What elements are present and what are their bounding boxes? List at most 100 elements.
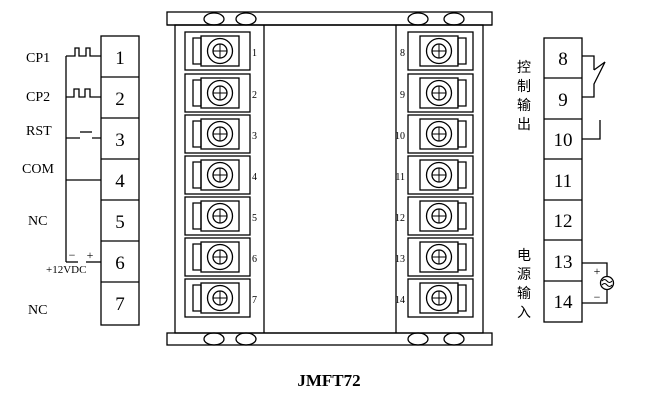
screw-head-icon: [425, 37, 453, 65]
screw-head-icon: [206, 202, 234, 230]
screw-terminal: 5: [184, 196, 257, 236]
label-cp2: CP2: [26, 90, 50, 105]
clamp-plate: [192, 120, 202, 148]
clamp-plate: [457, 120, 467, 148]
label-rst: RST: [26, 124, 52, 139]
power-input-char: 入: [517, 305, 531, 321]
left-terminal-number: 5: [115, 212, 125, 233]
relay-nc-contact-icon: [593, 61, 606, 71]
screw-head-icon: [425, 120, 453, 148]
device-pin-number: 5: [252, 213, 257, 224]
screw-cross-icon: [213, 209, 227, 223]
screw-cross-icon: [432, 250, 446, 264]
clamp-plate: [192, 161, 202, 189]
screw-cross-icon: [432, 127, 446, 141]
screw-terminal: 4: [184, 155, 257, 195]
screw-housing: [200, 118, 240, 150]
screw-cross-icon: [213, 291, 227, 305]
label-12vdc: +12VDC: [46, 264, 86, 276]
device-pin-number: 14: [395, 295, 405, 306]
control-output-char: 控: [517, 60, 531, 76]
device-pin-number: 10: [395, 131, 405, 142]
terminal-clamp: [184, 114, 251, 154]
screw-head-icon: [206, 161, 234, 189]
clamp-plate: [457, 202, 467, 230]
device-pin-number: 12: [395, 213, 405, 224]
right-terminal-strip: 8 9 10 11 12 13 14: [543, 37, 583, 323]
left-terminal-strip: 1 2 3 4 5 6 7: [100, 35, 140, 326]
ac-wave-icon: [601, 279, 613, 287]
screw-head-icon: [206, 284, 234, 312]
relay-no-wire: [582, 120, 601, 140]
screw-head-icon: [206, 120, 234, 148]
terminal-clamp: [184, 155, 251, 195]
input-wiring: − +: [65, 47, 101, 263]
device-pin-number: 4: [252, 172, 257, 183]
power-input-char: 电: [517, 248, 531, 264]
bottom-rail: [166, 332, 493, 346]
device-pin-number: 1: [252, 48, 257, 59]
device-pin-number: 2: [252, 90, 257, 101]
terminal-clamp: [407, 278, 474, 318]
label-cp1: CP1: [26, 51, 50, 66]
left-terminal-number: 3: [115, 130, 125, 151]
screw-terminal: 6: [184, 237, 257, 277]
left-terminal-number: 2: [115, 89, 125, 110]
terminal-clamp: [407, 196, 474, 236]
screw-cross-icon: [213, 86, 227, 100]
screw-terminal: 9: [400, 73, 474, 113]
power-minus-sign: −: [594, 290, 601, 304]
screw-terminal: 7: [184, 278, 257, 318]
relay-common-wire: [582, 55, 595, 70]
screw-terminal: 1: [184, 31, 257, 71]
screw-head-icon: [425, 79, 453, 107]
screw-cross-icon: [432, 209, 446, 223]
terminal-clamp: [184, 31, 251, 71]
clamp-plate: [457, 284, 467, 312]
terminal-clamp: [407, 73, 474, 113]
power-input-char: 输: [517, 286, 531, 302]
screw-cross-icon: [432, 44, 446, 58]
screw-head-icon: [425, 161, 453, 189]
left-terminal-number: 1: [115, 48, 125, 69]
screw-cross-icon: [432, 291, 446, 305]
rail-oval: [203, 332, 225, 346]
relay-contacts: [582, 55, 606, 140]
rail-ovals: [203, 12, 465, 346]
terminal-clamp: [407, 237, 474, 277]
relay-nc-wire: [582, 61, 606, 98]
terminal-clamp: [184, 73, 251, 113]
cp1-pulse-icon: [66, 47, 101, 57]
cp2-pulse-icon: [66, 88, 101, 98]
screw-housing: [200, 200, 240, 232]
right-terminal-number: 13: [554, 252, 573, 273]
clamp-plate: [192, 79, 202, 107]
screw-terminal: 10: [395, 114, 474, 154]
clamp-plate: [457, 161, 467, 189]
model-label: JMFT72: [297, 371, 360, 390]
clamp-plate: [457, 243, 467, 271]
screw-terminal: 14: [395, 278, 474, 318]
screw-terminal: 8: [400, 31, 474, 71]
rail-oval: [407, 12, 429, 26]
terminal-clamp: [407, 31, 474, 71]
screw-head-icon: [206, 79, 234, 107]
device-pin-number: 3: [252, 131, 257, 142]
screw-housing: [200, 159, 240, 191]
device-pin-number: 8: [400, 48, 405, 59]
rail-oval: [203, 12, 225, 26]
clamp-plate: [457, 79, 467, 107]
screw-terminal: 3: [184, 114, 257, 154]
clamp-plate: [192, 243, 202, 271]
ac-source-icon: [599, 275, 615, 291]
supply-plus-sign: +: [87, 248, 94, 262]
screw-cross-icon: [432, 86, 446, 100]
label-com: COM: [22, 162, 54, 177]
terminal-clamp: [184, 237, 251, 277]
power-input-wiring: + −: [582, 262, 615, 304]
screw-terminal: 11: [395, 155, 474, 195]
rail-oval: [235, 332, 257, 346]
terminal-clamp: [184, 278, 251, 318]
right-terminal-number: 8: [558, 49, 568, 70]
